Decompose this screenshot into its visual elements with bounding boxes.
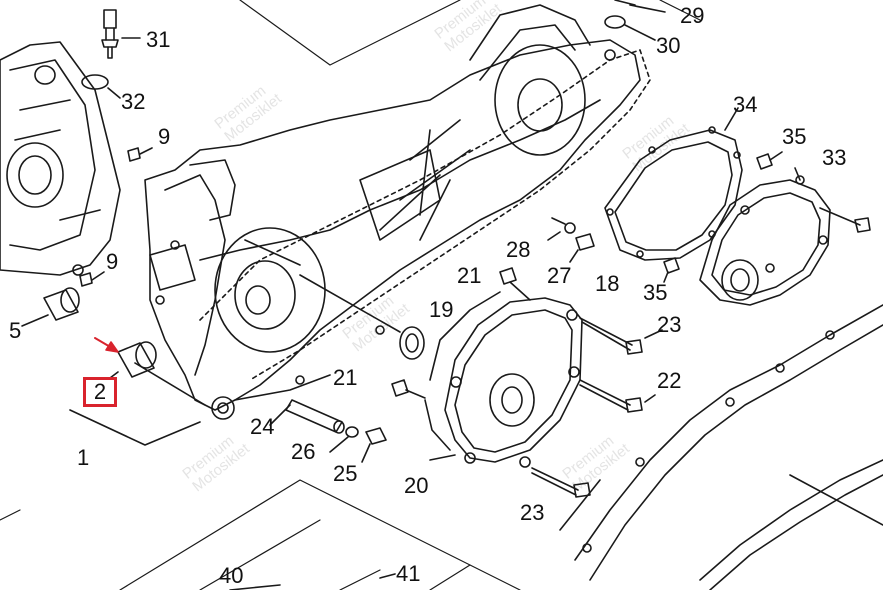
callout-35: 35 <box>782 124 807 149</box>
callout-20: 20 <box>404 473 429 498</box>
callout-29: 29 <box>680 3 705 28</box>
leader-1 <box>69 409 201 446</box>
part-28-washer <box>547 217 576 241</box>
bottom-right-plate <box>699 459 883 590</box>
part-21-dowel-pin-upper <box>499 267 531 301</box>
callout-1: 1 <box>77 445 90 470</box>
part-18-bolt <box>579 317 643 355</box>
part-33-cover <box>699 175 871 306</box>
callout-21: 21 <box>457 263 482 288</box>
callout-41: 41 <box>396 561 421 586</box>
callout-28: 28 <box>506 237 531 262</box>
callout-21: 21 <box>333 365 358 390</box>
leader-34 <box>724 107 739 131</box>
callout-5: 5 <box>9 318 22 343</box>
reference-lines <box>0 0 701 590</box>
callout-30: 30 <box>656 33 681 58</box>
leader-33 <box>794 167 801 181</box>
part-34-gasket <box>604 126 743 261</box>
leader-2 <box>134 362 206 406</box>
callout-25: 25 <box>333 461 358 486</box>
callout-32: 32 <box>121 89 146 114</box>
part-27-bolt <box>569 233 595 263</box>
part-25-bolt <box>361 427 387 463</box>
right-gasket <box>559 304 883 581</box>
part-22-bolt <box>579 379 643 413</box>
part-35-dowel-upper <box>756 151 783 170</box>
part-9-dowel-upper <box>127 147 153 162</box>
part-19-oil-seal <box>299 274 425 360</box>
leader-23-upper <box>644 329 663 339</box>
callout-24: 24 <box>250 414 275 439</box>
callout-9: 9 <box>158 124 171 149</box>
red-arrow-indicator <box>94 337 119 353</box>
part-29-fragment <box>614 0 636 6</box>
callout-22: 22 <box>657 368 682 393</box>
part-24-shaft <box>269 399 345 434</box>
part-32-o-ring <box>81 74 109 90</box>
part-30-o-ring <box>604 15 656 41</box>
part-2-bushing <box>109 341 157 379</box>
leader-41 <box>379 573 396 579</box>
callout-2-highlight: 2 <box>83 377 117 407</box>
part-9-dowel-lower <box>79 271 105 287</box>
leader-22 <box>644 394 656 403</box>
part-35-dowel-lower <box>663 257 680 283</box>
callout-27: 27 <box>547 263 572 288</box>
callout-33: 33 <box>822 145 847 170</box>
part-26-washer <box>329 426 359 453</box>
leader-40 <box>229 584 281 590</box>
left-crankcase-half <box>0 41 121 276</box>
callout-26: 26 <box>291 439 316 464</box>
part-23-bolt-lower <box>531 467 591 498</box>
leader-32 <box>107 87 121 99</box>
part-20-crankcase-cover <box>424 291 583 468</box>
part-21-dowel-pin-lower <box>391 379 426 399</box>
callout-40: 40 <box>219 563 244 588</box>
callout-9: 9 <box>106 249 119 274</box>
callout-23: 23 <box>520 500 545 525</box>
callout-35: 35 <box>643 280 668 305</box>
callout-18: 18 <box>595 271 620 296</box>
callout-34: 34 <box>733 92 758 117</box>
callout-19: 19 <box>429 297 454 322</box>
part-5-bushing <box>21 287 80 327</box>
part-31-sensor <box>101 9 141 59</box>
leader-29 <box>629 4 666 13</box>
callout-31: 31 <box>146 27 171 52</box>
crankcase-main-body <box>144 4 641 420</box>
callout-23: 23 <box>657 312 682 337</box>
case-gasket <box>199 49 651 381</box>
